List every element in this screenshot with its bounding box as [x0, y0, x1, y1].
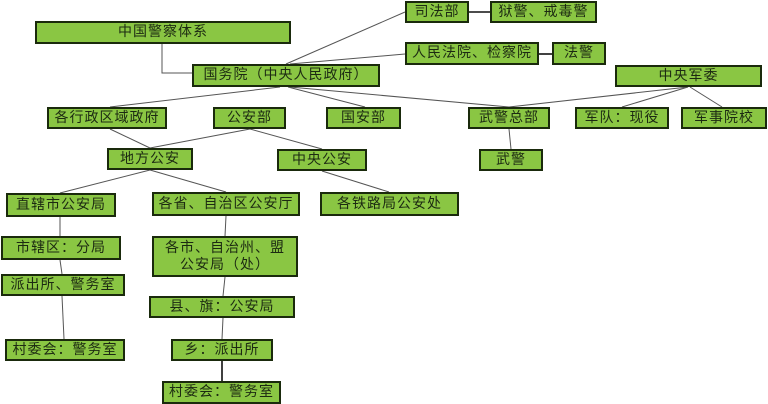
- connector-root-to-guowuyuan: [161, 44, 192, 74]
- node-cunwei1: 村委会：警务室: [5, 339, 125, 361]
- node-cunwei2: 村委会：警务室: [162, 381, 281, 404]
- connector-wujingzongbu-to-wujing: [508, 128, 512, 150]
- node-wujing: 武警: [479, 149, 543, 171]
- connector-guowuyuan-to-sifabu: [285, 11, 406, 65]
- node-sifabu: 司法部: [405, 1, 469, 23]
- connector-guowuyuan-to-xingzheng: [109, 86, 281, 108]
- node-guoanbu: 国安部: [326, 107, 401, 129]
- connector-guowuyuan-to-wujingzongbu: [289, 86, 510, 108]
- node-zhongyang: 中央公安: [277, 149, 367, 171]
- node-shengting: 各省、自治区公安厅: [152, 192, 300, 216]
- connector-shengting-to-shiju: [224, 215, 227, 237]
- connector-guowuyuan-to-fayuan: [289, 53, 406, 65]
- connector-gonganbu-to-difang: [149, 128, 251, 149]
- node-shixiaqu: 市辖区：分局: [1, 236, 121, 260]
- connector-xianju-to-xiang: [221, 317, 224, 340]
- node-xingzheng: 各行政区域政府: [47, 107, 167, 129]
- node-difang: 地方公安: [107, 148, 193, 170]
- node-root: 中国警察体系: [35, 21, 291, 44]
- node-fajing: 法警: [552, 42, 606, 65]
- connector-zhongyang-to-tielu: [321, 170, 390, 193]
- node-xianju: 县、旗：公安局: [149, 296, 295, 318]
- node-shiju: 各市、自治州、盟 公安局（处）: [152, 236, 298, 277]
- node-junshi: 军事院校: [681, 107, 767, 129]
- connector-junwei-to-jundui: [621, 86, 689, 108]
- node-fayuan: 人民法院、检察院: [405, 42, 539, 65]
- node-xiang: 乡：派出所: [171, 339, 273, 361]
- connector-shixiaqu-to-paichusuo: [59, 259, 63, 275]
- node-paichusuo: 派出所、警务室: [1, 274, 125, 296]
- node-guowuyuan: 国务院（中央人民政府）: [192, 64, 380, 87]
- connector-xingzheng-to-difang: [109, 128, 151, 149]
- node-jundui: 军队：现役: [575, 107, 669, 129]
- connector-gonganbu-to-zhongyang: [249, 128, 323, 150]
- node-junwei: 中央军委: [615, 65, 762, 87]
- connector-paichusuo-to-cunwei1: [61, 295, 65, 340]
- connector-junwei-to-wujingzongbu: [508, 86, 689, 108]
- connector-shiju-to-xianju: [222, 276, 226, 297]
- node-tielu: 各铁路局公安处: [320, 192, 459, 216]
- node-wujingzongbu: 武警总部: [468, 107, 550, 129]
- node-yujing: 狱警、戒毒警: [490, 1, 597, 23]
- connector-difang-to-shengting: [149, 169, 227, 193]
- node-gonganbu: 公安部: [213, 107, 286, 129]
- connector-guowuyuan-to-guoanbu: [287, 86, 366, 108]
- connector-difang-to-zhixiashi: [59, 169, 151, 194]
- connector-junwei-to-junshi: [689, 86, 723, 108]
- node-zhixiashi: 直辖市公安局: [6, 193, 116, 217]
